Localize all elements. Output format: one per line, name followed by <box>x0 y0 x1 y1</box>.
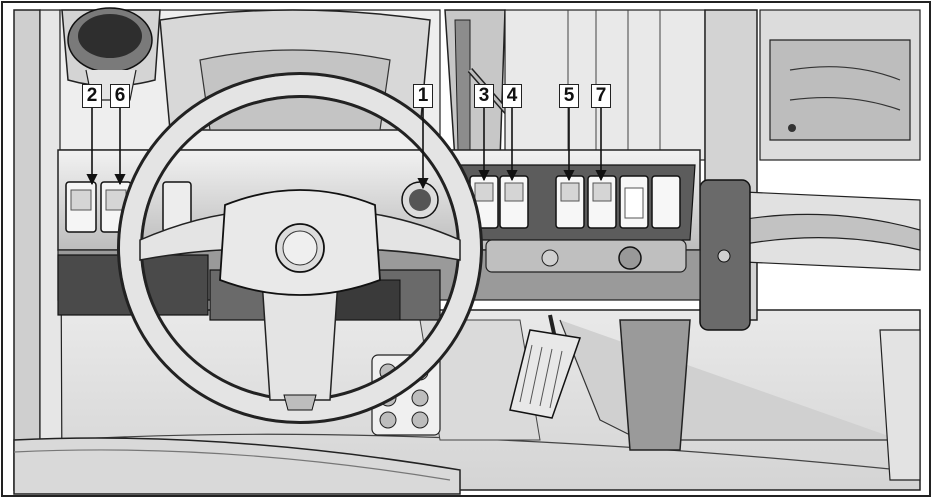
callout-label-3: 3 <box>474 84 494 108</box>
steering-wheel-icon <box>117 72 483 424</box>
callout-label-6: 6 <box>110 84 130 108</box>
frame-tube <box>13 437 461 495</box>
callout-label-7: 7 <box>591 84 611 108</box>
ignition-switch <box>401 181 439 219</box>
right-structure <box>619 9 921 481</box>
rocker-switch-icon <box>469 175 681 229</box>
callout-label-5: 5 <box>559 84 579 108</box>
cup-holder-icon <box>61 7 161 101</box>
callout-arrows <box>86 108 607 190</box>
callout-label-1: 1 <box>413 84 433 108</box>
callout-label-2: 2 <box>82 84 102 108</box>
left-pillar <box>13 9 63 491</box>
callout-label-4: 4 <box>502 84 522 108</box>
accelerator-pedal-icon <box>509 314 582 419</box>
